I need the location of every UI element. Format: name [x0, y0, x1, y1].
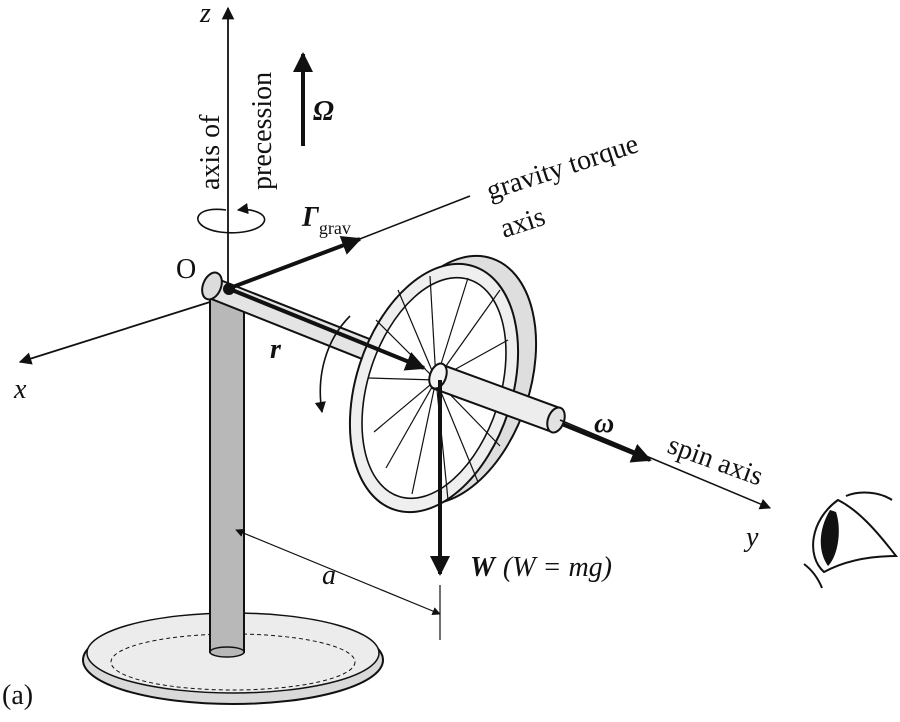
gravity-torque-axis-line: [351, 195, 471, 243]
spin-axis-label: spin axis: [664, 429, 767, 492]
figure-label: (a): [2, 680, 33, 711]
stand-post: [209, 289, 245, 658]
precession-rotation-icon: [197, 203, 266, 234]
omega-spin-label: ω: [594, 408, 614, 439]
gamma-label: Γgrav: [301, 202, 351, 238]
y-axis-label: y: [743, 522, 759, 553]
eye-icon: [803, 491, 899, 589]
distance-a-label: a: [322, 560, 336, 591]
weight-label: W(W = mg): [470, 552, 612, 583]
omega-spin-arrow: [561, 422, 652, 463]
x-axis-label: x: [13, 374, 27, 405]
gravity-torque-axis-label-line1: gravity torque: [483, 128, 643, 206]
gamma-grav-arrow: [229, 235, 362, 290]
gravity-torque-axis-label-line2: axis: [497, 201, 549, 244]
z-axis-label: z: [199, 0, 211, 29]
distance-a-dimension: [235, 528, 441, 640]
wheel-rotation-arrow: [314, 315, 351, 414]
precession-axis-label-line1: axis of: [195, 114, 226, 190]
r-label: r: [270, 334, 282, 365]
precession-axis-label-line2: precession: [247, 72, 278, 190]
omega-label: Ω: [313, 96, 334, 127]
gamma-subscript: grav: [319, 218, 351, 238]
origin-label: O: [176, 254, 196, 285]
x-axis-line: [18, 301, 211, 365]
y-axis-line: [559, 419, 772, 510]
r-vector-arrow: [231, 288, 426, 371]
hub-axle: [428, 362, 566, 434]
